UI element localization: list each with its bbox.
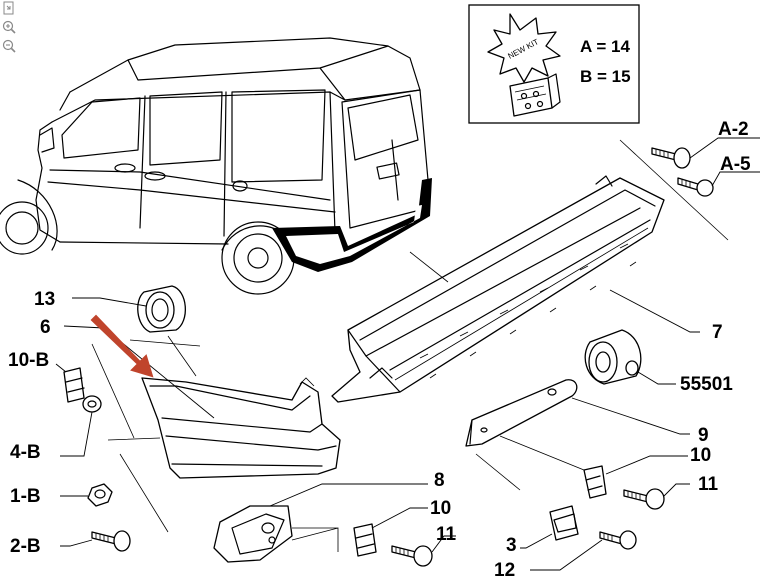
clip-10b: [63, 367, 85, 403]
callout-a5: A-5: [720, 154, 751, 175]
highlighted-rear-bumper: [272, 178, 432, 272]
callout-7: 7: [712, 322, 723, 343]
bushing-55501: [584, 329, 642, 385]
callout-11-right: 11: [698, 474, 719, 495]
bolt-2b: [91, 530, 131, 552]
callout-8: 8: [434, 470, 445, 491]
bumper-reinforcement-beam: [331, 175, 665, 403]
callout-1b: 1-B: [10, 486, 41, 507]
kit-line-a: A = 14: [580, 37, 630, 56]
bolt-11-middle: [391, 545, 433, 567]
clip-10-right: [583, 465, 607, 499]
bolt-a2: [651, 147, 691, 169]
callout-9: 9: [698, 425, 709, 446]
callout-3: 3: [506, 535, 517, 556]
clip-10-middle: [353, 523, 377, 557]
fit-page-icon[interactable]: [2, 1, 16, 15]
red-arrow-icon: [90, 314, 154, 378]
nut-1b: [87, 483, 113, 507]
zoom-in-icon[interactable]: [2, 20, 16, 34]
new-kit-starburst-icon: [487, 13, 561, 83]
callout-10-right: 10: [690, 445, 711, 466]
callout-a2: A-2: [718, 119, 749, 140]
callout-13: 13: [34, 289, 55, 310]
bracket-kit-icon: [509, 73, 561, 117]
bumper-bracket-8: [213, 505, 293, 563]
nut-4b: [82, 395, 102, 413]
cover-cap-13: [137, 285, 187, 333]
bolt-12: [599, 530, 637, 550]
zoom-out-icon[interactable]: [2, 39, 16, 53]
clip-3: [549, 505, 579, 541]
mounting-bracket-9: [465, 379, 578, 447]
bolt-a5: [677, 177, 714, 197]
callout-4b: 4-B: [10, 442, 41, 463]
callout-10b: 10-B: [8, 350, 49, 371]
callout-11-middle: 11: [436, 524, 457, 545]
callout-6: 6: [40, 317, 51, 338]
viewer-toolbar: [2, 0, 18, 58]
rear-bumper-6: [141, 377, 341, 479]
callout-12: 12: [494, 560, 515, 581]
bolt-11-right: [623, 488, 665, 510]
kit-line-b: B = 15: [580, 67, 631, 86]
callout-55501: 55501: [680, 374, 733, 395]
callout-2b: 2-B: [10, 536, 41, 557]
van-illustration: [0, 37, 432, 295]
new-kit-box: NEW KIT A = 14 B = 15: [468, 4, 640, 124]
callout-10-middle: 10: [430, 498, 451, 519]
